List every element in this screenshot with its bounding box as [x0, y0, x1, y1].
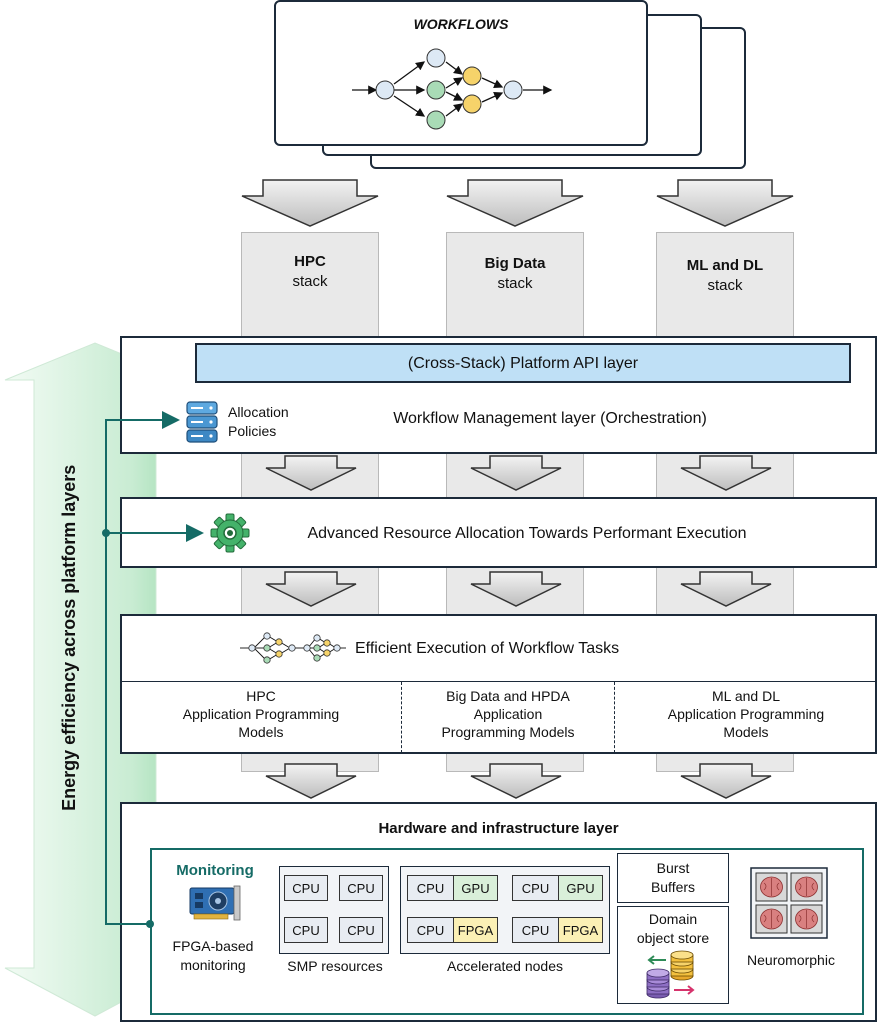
hpc-model-line3: Models [238, 724, 284, 740]
allocation-policies-line2: Policies [228, 423, 277, 439]
bigdata-model-line2: Application [473, 706, 543, 722]
monitoring-line1: FPGA-based [172, 938, 254, 954]
accelerated-nodes-label: Accelerated nodes [447, 958, 563, 974]
mldl-model-line2: Application Programming [667, 706, 825, 722]
accel-gpu-1: GPU [453, 875, 498, 901]
burst-buffers-box [617, 853, 729, 903]
hpc-stack-sub: stack [292, 273, 328, 290]
accel-cpu-1: CPU [407, 875, 454, 901]
workflow-dag-icon [352, 48, 553, 130]
accel-cpu-3: CPU [407, 917, 454, 943]
domain-store-line2: object store [636, 930, 710, 946]
hpc-stack-title: HPC [294, 253, 326, 270]
domain-store-line1: Domain [648, 911, 698, 927]
resource-allocation-title: Advanced Resource Allocation Towards Per… [307, 525, 747, 542]
gear-icon [210, 513, 250, 553]
smp-cpu-3: CPU [284, 917, 328, 943]
bigdata-stack-sub: stack [497, 275, 533, 292]
accel-fpga-1: FPGA [453, 917, 498, 943]
mldl-model-line1: ML and DL [712, 688, 780, 704]
smp-cpu-2: CPU [339, 875, 383, 901]
neuromorphic-chip-icon [750, 867, 828, 939]
orchestration-title: Workflow Management layer (Orchestration… [393, 410, 707, 427]
platform-api-label: (Cross-Stack) Platform API layer [407, 355, 639, 372]
smp-resources-label: SMP resources [287, 958, 383, 974]
burst-buffers-line1: Burst [656, 860, 690, 876]
accel-cpu-4: CPU [512, 917, 559, 943]
mldl-stack-sub: stack [707, 277, 743, 294]
fpga-board-icon [189, 885, 241, 921]
model-divider-2 [614, 682, 615, 753]
hpc-model-line2: Application Programming [182, 706, 340, 722]
accel-gpu-2: GPU [558, 875, 603, 901]
hpc-model-line1: HPC [246, 688, 276, 704]
accel-fpga-2: FPGA [558, 917, 603, 943]
smp-cpu-1: CPU [284, 875, 328, 901]
monitoring-line2: monitoring [180, 957, 246, 973]
neuromorphic-label: Neuromorphic [747, 952, 835, 968]
burst-buffers-line2: Buffers [650, 879, 696, 895]
database-icon [186, 401, 218, 443]
allocation-policies-line1: Allocation [228, 404, 289, 420]
object-store-icon [646, 950, 695, 999]
smp-cpu-4: CPU [339, 917, 383, 943]
accel-cpu-2: CPU [512, 875, 559, 901]
hardware-inner-frame [150, 848, 864, 1015]
mldl-model-line3: Models [723, 724, 769, 740]
resource-allocation-layer [120, 497, 877, 568]
hardware-title: Hardware and infrastructure layer [378, 820, 619, 837]
bigdata-stack-title: Big Data [484, 255, 546, 272]
bigdata-model-line1: Big Data and HPDA [446, 688, 570, 704]
model-divider-1 [401, 682, 402, 753]
bigdata-model-line3: Programming Models [441, 724, 575, 740]
execution-layer [120, 614, 877, 754]
platform-api-layer [195, 343, 851, 383]
workflows-title: WORKFLOWS [413, 16, 509, 32]
monitoring-title: Monitoring [176, 862, 254, 879]
execution-title: Efficient Execution of Workflow Tasks [355, 640, 620, 657]
execution-divider [121, 681, 876, 682]
mldl-stack-title: ML and DL [686, 257, 764, 274]
workflow-tasks-icon [240, 632, 346, 664]
